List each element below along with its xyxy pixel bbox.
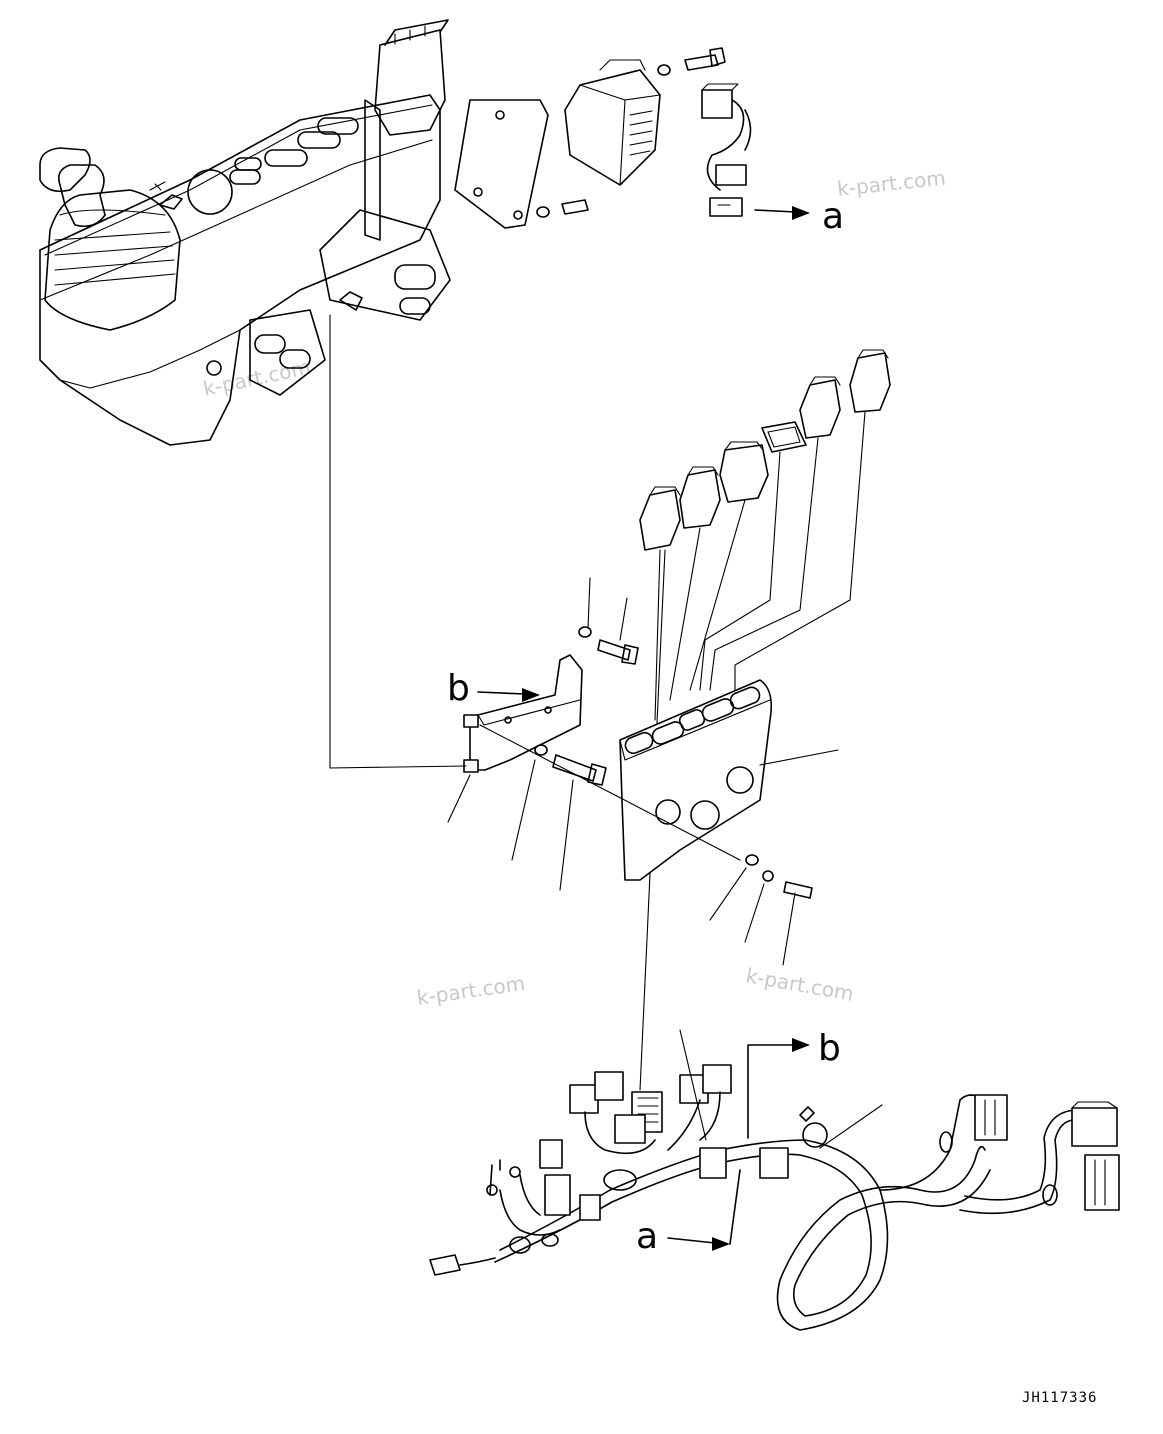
- switch-leader-lines: [639, 411, 866, 1091]
- switch-3: [719, 441, 769, 503]
- console-assembly: [39, 19, 451, 446]
- watermark-top-right: k-part.com: [836, 166, 947, 201]
- bracket-fasteners: [534, 626, 813, 899]
- callout-a-bottom-label: a: [636, 1216, 658, 1257]
- callout-a-top-label: a: [822, 196, 844, 237]
- callout-b-mid-label: b: [447, 668, 470, 709]
- harness-leaders: [679, 1029, 883, 1149]
- callout-a-bottom: a: [636, 1169, 741, 1257]
- switch-panel-cover: [619, 679, 773, 881]
- relay-connector: [701, 83, 752, 217]
- washer-and-bolt: [536, 47, 726, 218]
- switch-5: [849, 349, 891, 413]
- drawing-code: JH117336: [1022, 1390, 1097, 1406]
- callout-b-bottom-label: b: [818, 1028, 841, 1069]
- wiring-harness: [429, 1064, 1120, 1331]
- fastener-leaders: [447, 577, 796, 966]
- bracket-panel-link: [479, 724, 741, 861]
- switch-2: [679, 466, 721, 529]
- controller-unit: [564, 59, 661, 186]
- callout-b-mid: b: [447, 668, 540, 709]
- switch-1: [639, 486, 681, 551]
- bracket-leader: [329, 314, 467, 769]
- mount-bracket: [463, 654, 583, 773]
- watermark-bottom-right: k-part.com: [744, 963, 855, 1006]
- callout-b-bottom: b: [747, 1028, 841, 1139]
- switch-4: [799, 376, 841, 439]
- callout-a-top: a: [754, 196, 844, 237]
- controller-bracket: [454, 99, 549, 229]
- panel-leader: [759, 749, 839, 766]
- switch-plate: [761, 421, 807, 453]
- watermark-bottom-left: k-part.com: [415, 971, 526, 1010]
